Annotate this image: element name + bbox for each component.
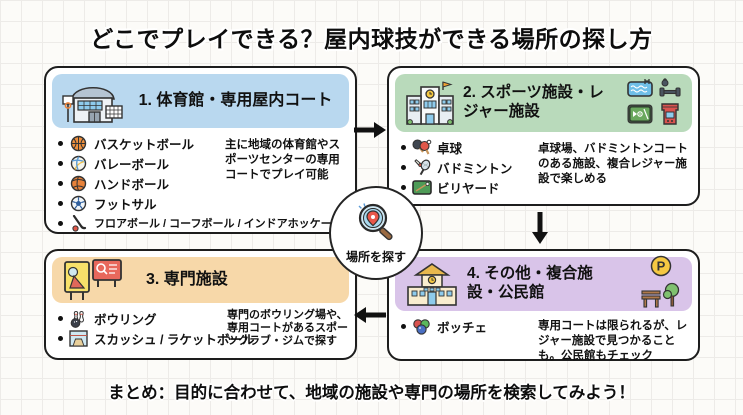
box-specialized-items: ボウリング スカッシュ / ラケットボール [58,309,347,348]
signboards-icon [62,259,124,301]
list-item-basketball: バスケットボール [58,134,347,153]
search-place-badge: 場所を探す [329,186,423,280]
box-sports-leisure-body: 卓球 バドミントン ビリヤード 卓球場、バドミントンコートのある施設、複合レジャ… [389,136,698,200]
list-item-label: フロアボール / コーフボール / インドアホッケー [94,218,332,230]
box-specialized-note: 専門のボウリング場や、専用コートがあるスポーツクラブ・ジムで探す [227,309,348,348]
box-other-community-body: ボッチェ 専用コートは限られるが、レジャー施設で見つかることも。公民館もチェック [389,315,698,362]
swimming-pool-icon [627,77,653,102]
box-specialized-header: 3. 専門施設 [52,257,349,303]
box-gym-body: バスケットボール バレーボール ハンドボール [46,132,355,235]
futsal-ball-icon [69,195,88,213]
list-item-bowling: ボウリング [58,309,347,328]
list-item-label: バレーボール [94,158,170,172]
box-gym-items: バスケットボール バレーボール ハンドボール [58,134,347,232]
list-item-label: スカッシュ / ラケットボール [94,333,255,347]
list-item-badminton: バドミントン [401,158,690,177]
page-title: どこでプレイできる？屋内球技ができる場所の探し方 [90,26,653,52]
box-other-community-title: 4. その他・複合施設・公民館 [467,265,593,301]
box-other-community-items: ボッチェ [401,317,690,336]
box-sports-leisure-items: 卓球 バドミントン ビリヤード [401,138,690,197]
leisure-icons-cluster [627,77,682,130]
bocce-balls-icon [412,318,431,336]
table-tennis-icon [412,139,432,157]
magnifier-location-pin-icon [353,201,399,250]
parking-sign-icon: P [650,255,672,282]
bowling-icon [69,310,88,328]
list-item-billiards: ビリヤード [401,178,690,197]
volleyball-icon [69,155,88,173]
arrow-left-icon [352,304,388,331]
squash-court-icon [69,330,88,348]
box-sports-leisure: 2. スポーツ施設・レジャー施設 [387,66,700,206]
badminton-icon [412,159,431,177]
list-item-label: ハンドボール [94,178,170,192]
box-gym-header: 1. 体育館・専用屋内コート [52,74,349,128]
list-item-table-tennis: 卓球 [401,138,690,157]
list-item-label: 卓球 [437,142,463,156]
box-other-community-note: 専用コートは限られるが、レジャー施設で見つかることも。公民館もチェック [538,320,688,362]
list-item-floorball: フロアボール / コーフボール / インドアホッケー [58,214,347,232]
list-item-volleyball: バレーボール [58,154,347,173]
list-item-bocce: ボッチェ [401,317,690,336]
box-gym-courts: 1. 体育館・専用屋内コート バスケットボール バレーボール [44,66,357,234]
gymnasium-icon [62,79,124,123]
search-place-label: 場所を探す [345,250,406,264]
community-icons-cluster: P [640,255,682,313]
basketball-icon [69,135,88,153]
list-item-label: ビリヤード [437,182,500,196]
list-item-label: フットサル [94,198,157,212]
dumbbell-icon [658,77,682,102]
floorball-stick-icon [69,214,88,232]
tree-and-bench-icon [640,282,682,313]
box-gym-title: 1. 体育館・専用屋内コート [138,92,333,110]
arrow-right-icon [352,119,388,146]
box-specialized-title: 3. 専門施設 [146,271,228,289]
handball-icon [69,175,88,193]
arcade-machine-icon [659,102,681,130]
list-item-label: ボッチェ [437,321,488,335]
list-item-futsal: フットサル [58,194,347,213]
billiards-icon [412,179,432,197]
list-item-handball: ハンドボール [58,174,347,193]
list-item-squash: スカッシュ / ラケットボール [58,329,347,348]
box-specialized: 3. 専門施設 ボウリング スカッシュ / ラケットボール 専門のボウリング場や… [44,249,357,360]
box-sports-leisure-title: 2. スポーツ施設・レジャー施設 [463,84,604,120]
summary-text: まとめ：目的に合わせて、地域の施設や専門の場所を検索してみよう！ [108,384,635,402]
box-specialized-body: ボウリング スカッシュ / ラケットボール 専門のボウリング場や、専用コートがあ… [46,307,355,351]
box-other-community-header: 4. その他・複合施設・公民館 P [395,255,692,313]
sports-center-building-icon [405,80,455,126]
box-sports-leisure-header: 2. スポーツ施設・レジャー施設 [395,74,692,132]
box-sports-leisure-note: 卓球場、バドミントンコートのある施設、複合レジャー施設で楽しめる [538,143,688,185]
box-other-community: 4. その他・複合施設・公民館 P [387,249,700,362]
svg-text:P: P [657,259,666,274]
sports-field-icon [627,104,653,129]
box-gym-note: 主に地域の体育館やスポーツセンターの専用コートでプレイ可能 [225,139,340,181]
list-item-label: バドミントン [437,162,513,176]
arrow-down-icon [529,210,551,249]
list-item-label: ボウリング [94,313,157,327]
list-item-label: バスケットボール [94,138,195,152]
community-center-building-icon [405,262,459,306]
